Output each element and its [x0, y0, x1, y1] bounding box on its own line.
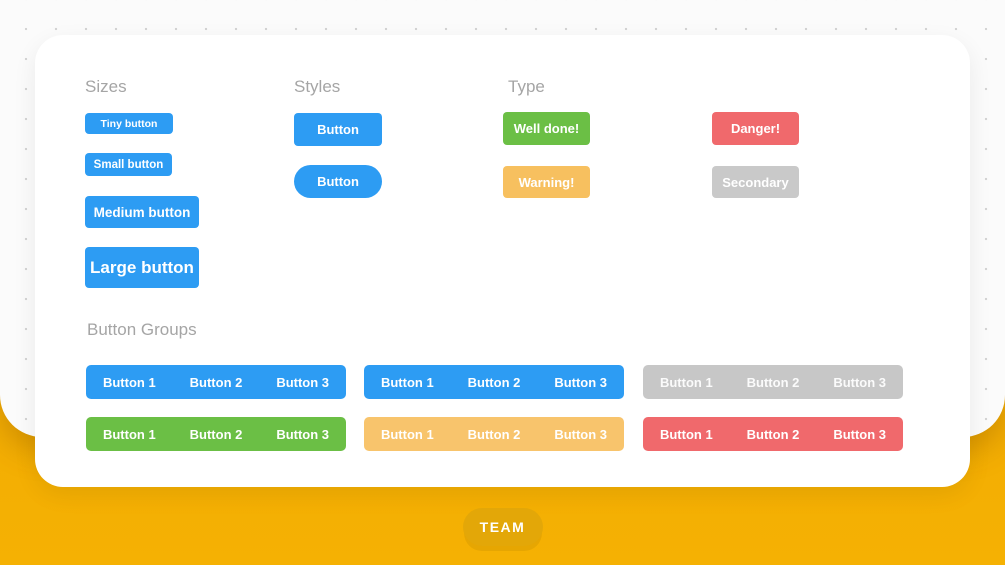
group-segment-button[interactable]: Button 1	[643, 417, 730, 451]
group-segment-button[interactable]: Button 1	[643, 365, 730, 399]
team-button[interactable]: TEAM	[462, 508, 543, 546]
danger-button[interactable]: Danger!	[712, 112, 799, 145]
group-segment-button[interactable]: Button 2	[730, 365, 817, 399]
group-segment-button[interactable]: Button 2	[173, 417, 260, 451]
button-group-blue-1: Button 1 Button 2 Button 3	[86, 365, 346, 399]
group-segment-button[interactable]: Button 1	[364, 365, 451, 399]
group-segment-button[interactable]: Button 1	[86, 417, 173, 451]
group-segment-button[interactable]: Button 2	[451, 365, 538, 399]
group-segment-button[interactable]: Button 3	[259, 365, 346, 399]
success-button[interactable]: Well done!	[503, 112, 590, 145]
components-card: Sizes Tiny button Small button Medium bu…	[35, 35, 970, 487]
button-group-red: Button 1 Button 2 Button 3	[643, 417, 903, 451]
type-section-title: Type	[508, 77, 545, 96]
button-group-blue-2: Button 1 Button 2 Button 3	[364, 365, 624, 399]
pill-style-button[interactable]: Button	[294, 165, 382, 198]
small-button[interactable]: Small button	[85, 153, 172, 176]
warning-button[interactable]: Warning!	[503, 166, 590, 198]
styles-section-title: Styles	[294, 77, 341, 96]
button-group-gray: Button 1 Button 2 Button 3	[643, 365, 903, 399]
button-group-green: Button 1 Button 2 Button 3	[86, 417, 346, 451]
tiny-button[interactable]: Tiny button	[85, 113, 173, 134]
large-button[interactable]: Large button	[85, 247, 199, 288]
group-segment-button[interactable]: Button 3	[816, 365, 903, 399]
medium-button[interactable]: Medium button	[85, 196, 199, 228]
group-segment-button[interactable]: Button 2	[173, 365, 260, 399]
group-segment-button[interactable]: Button 3	[259, 417, 346, 451]
group-segment-button[interactable]: Button 1	[86, 365, 173, 399]
secondary-button[interactable]: Secondary	[712, 166, 799, 198]
group-segment-button[interactable]: Button 1	[364, 417, 451, 451]
group-segment-button[interactable]: Button 2	[451, 417, 538, 451]
group-segment-button[interactable]: Button 3	[816, 417, 903, 451]
group-segment-button[interactable]: Button 2	[730, 417, 817, 451]
sizes-section-title: Sizes	[85, 77, 127, 96]
group-segment-button[interactable]: Button 3	[537, 365, 624, 399]
button-groups-section-title: Button Groups	[87, 320, 197, 339]
group-segment-button[interactable]: Button 3	[537, 417, 624, 451]
square-style-button[interactable]: Button	[294, 113, 382, 146]
button-group-amber: Button 1 Button 2 Button 3	[364, 417, 624, 451]
